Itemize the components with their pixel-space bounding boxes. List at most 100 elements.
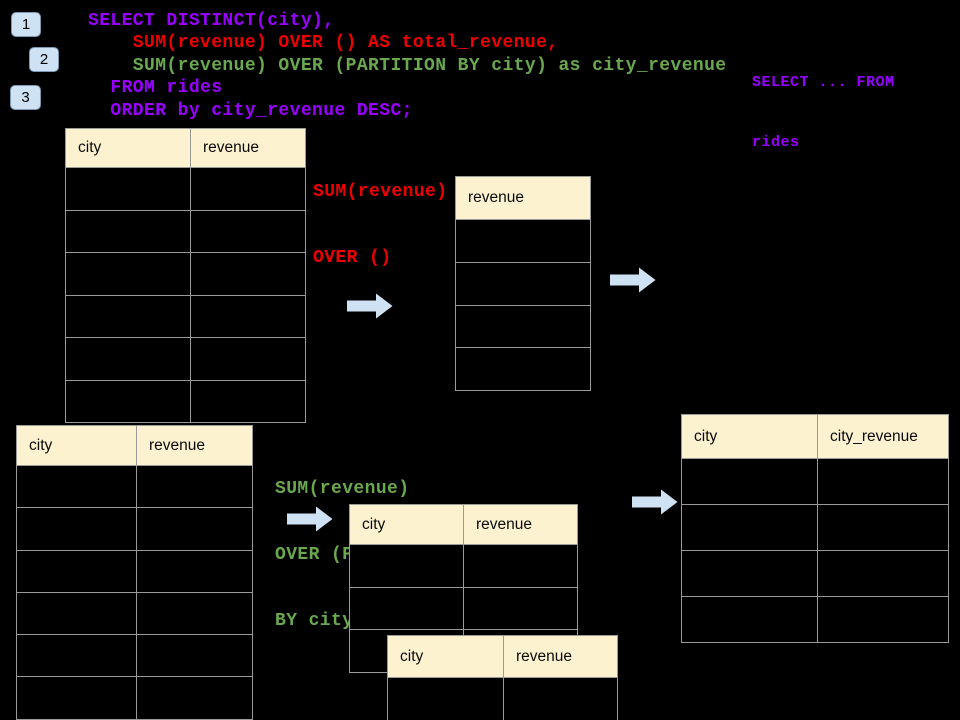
annotation-line: SUM(revenue) (275, 479, 410, 499)
table-rides-source-top: city revenue (65, 128, 306, 423)
empty-cell (137, 635, 252, 677)
table-row (66, 294, 305, 337)
table-total-revenue-result: revenue (455, 176, 591, 392)
empty-cell (17, 592, 137, 635)
empty-cell (504, 678, 617, 720)
table-row (17, 507, 252, 550)
empty-cell (66, 295, 191, 337)
empty-cell (17, 635, 137, 677)
empty-cell (66, 168, 191, 210)
column-header-city_revenue: city_revenue (830, 427, 918, 445)
flow-arrow-right-icon (632, 489, 678, 515)
table-row (17, 549, 252, 592)
table-row (682, 596, 948, 642)
column-header-city: city (388, 636, 504, 677)
empty-cell (17, 508, 137, 550)
code-line-1: SELECT DISTINCT(city), (88, 11, 335, 31)
table-partition-intermediate-overlay: city revenue (387, 635, 618, 720)
table-row (682, 458, 948, 504)
annotation-line: SUM(revenue) (313, 182, 448, 202)
flow-arrow-right-icon (610, 267, 656, 293)
table-row (456, 304, 590, 348)
empty-cell (66, 253, 191, 295)
empty-cell (682, 597, 818, 642)
column-header-revenue: revenue (476, 515, 533, 533)
side-note-line: rides (752, 134, 800, 151)
table-row (17, 591, 252, 635)
table-row (17, 465, 252, 508)
empty-cell (682, 505, 818, 550)
step-badge-1: 1 (11, 12, 41, 37)
table-header-row: revenue (456, 177, 590, 219)
table-row (456, 219, 590, 262)
empty-cell (818, 459, 948, 504)
empty-cell (137, 550, 252, 592)
empty-cell (191, 168, 305, 210)
table-header-row: city revenue (17, 426, 252, 465)
empty-cell (818, 505, 948, 550)
empty-cell (350, 545, 464, 587)
table-row (66, 167, 305, 210)
empty-cell (456, 305, 590, 348)
empty-cell (456, 220, 590, 262)
column-header-city: city (17, 426, 137, 465)
empty-cell (464, 587, 577, 630)
empty-cell (350, 587, 464, 630)
sql-code-block: SELECT DISTINCT(city), SUM(revenue) OVER… (88, 10, 727, 122)
empty-cell (456, 262, 590, 305)
empty-cell (191, 253, 305, 295)
table-row (66, 209, 305, 252)
column-header-city: city (350, 505, 464, 544)
table-header-row: city revenue (388, 636, 617, 677)
table-rides-source-bottom: city revenue (16, 425, 253, 720)
code-line-5: ORDER by city_revenue DESC; (88, 100, 413, 121)
empty-cell (191, 210, 305, 252)
table-row (66, 379, 305, 422)
column-header-city: city (682, 415, 818, 458)
empty-cell (137, 466, 252, 508)
table-row (682, 504, 948, 550)
column-header-revenue: revenue (516, 647, 573, 665)
empty-cell (818, 597, 948, 642)
flow-arrow-right-icon (347, 293, 393, 319)
table-header-row: city revenue (66, 129, 305, 167)
table-row (17, 676, 252, 719)
empty-cell (137, 508, 252, 550)
empty-cell (818, 551, 948, 596)
table-row (682, 550, 948, 596)
empty-cell (66, 338, 191, 380)
empty-cell (66, 210, 191, 252)
table-header-row: city city_revenue (682, 415, 948, 458)
empty-cell (191, 380, 305, 422)
side-note-line: SELECT ... FROM (752, 74, 895, 91)
table-row (350, 544, 577, 587)
code-line-3: SUM(revenue) OVER (PARTITION BY city) as… (88, 55, 727, 76)
column-header-revenue: revenue (468, 189, 525, 206)
table-row (66, 252, 305, 295)
column-header-revenue: revenue (203, 139, 260, 156)
empty-cell (17, 550, 137, 592)
code-line-2: SUM(revenue) OVER () AS total_revenue, (88, 33, 559, 54)
step-badge-2: 2 (29, 47, 59, 72)
empty-cell (191, 295, 305, 337)
table-row (456, 261, 590, 305)
table-city-revenue-result: city city_revenue (681, 414, 949, 643)
column-header-revenue: revenue (149, 436, 206, 454)
table-row (456, 347, 590, 391)
empty-cell (137, 592, 252, 635)
flow-arrow-right-icon (287, 506, 333, 532)
side-note-select-from-rides: SELECT ... FROM rides (752, 33, 895, 193)
empty-cell (191, 338, 305, 380)
empty-cell (66, 380, 191, 422)
table-row (17, 634, 252, 677)
empty-cell (137, 677, 252, 719)
column-header-city: city (66, 129, 191, 167)
code-line-4: FROM rides (88, 78, 223, 99)
empty-cell (388, 678, 504, 720)
table-row (350, 586, 577, 630)
annotation-sum-over-all: SUM(revenue) OVER () (313, 137, 447, 313)
step-badge-3: 3 (10, 85, 41, 110)
empty-cell (682, 459, 818, 504)
table-row (388, 677, 617, 720)
